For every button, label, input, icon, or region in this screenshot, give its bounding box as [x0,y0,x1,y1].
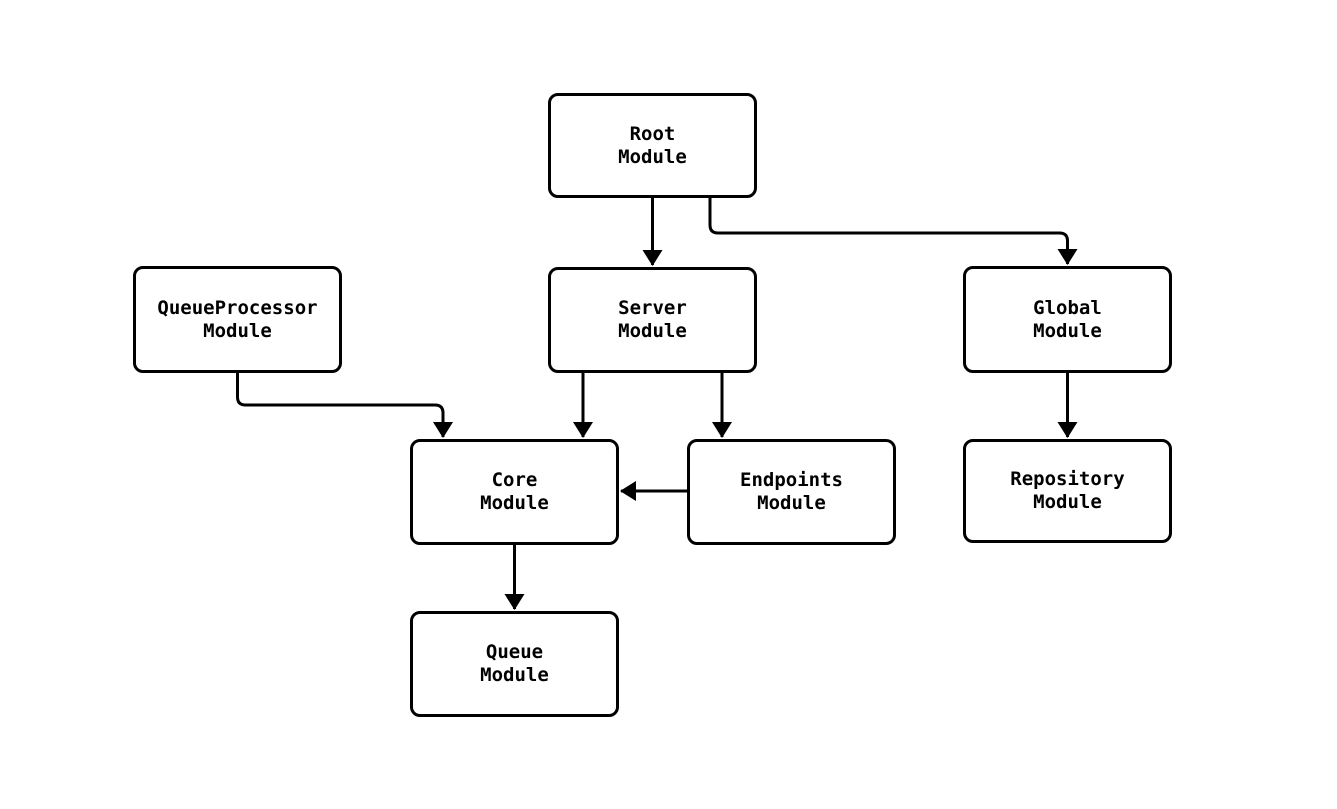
node-queue-module: Queue Module [410,611,619,717]
node-server-module: Server Module [548,267,757,373]
edge-root-to-global [708,198,1078,265]
edge-queueprocessor-to-core [236,373,453,438]
node-global-module: Global Module [963,266,1172,373]
node-label: Core Module [480,469,549,514]
node-label: Root Module [618,122,687,168]
node-label: Queue Module [480,641,549,686]
node-label: Server Module [618,297,687,342]
node-label: Repository Module [1010,468,1125,513]
node-label: QueueProcessor Module [157,296,318,342]
node-endpoints-module: Endpoints Module [687,439,896,545]
node-queueprocessor-module: QueueProcessor Module [133,266,342,373]
node-label: Endpoints Module [740,469,843,514]
node-core-module: Core Module [410,439,619,545]
node-root-module: Root Module [548,93,757,198]
node-label: Global Module [1033,296,1102,342]
node-repository-module: Repository Module [963,439,1172,543]
